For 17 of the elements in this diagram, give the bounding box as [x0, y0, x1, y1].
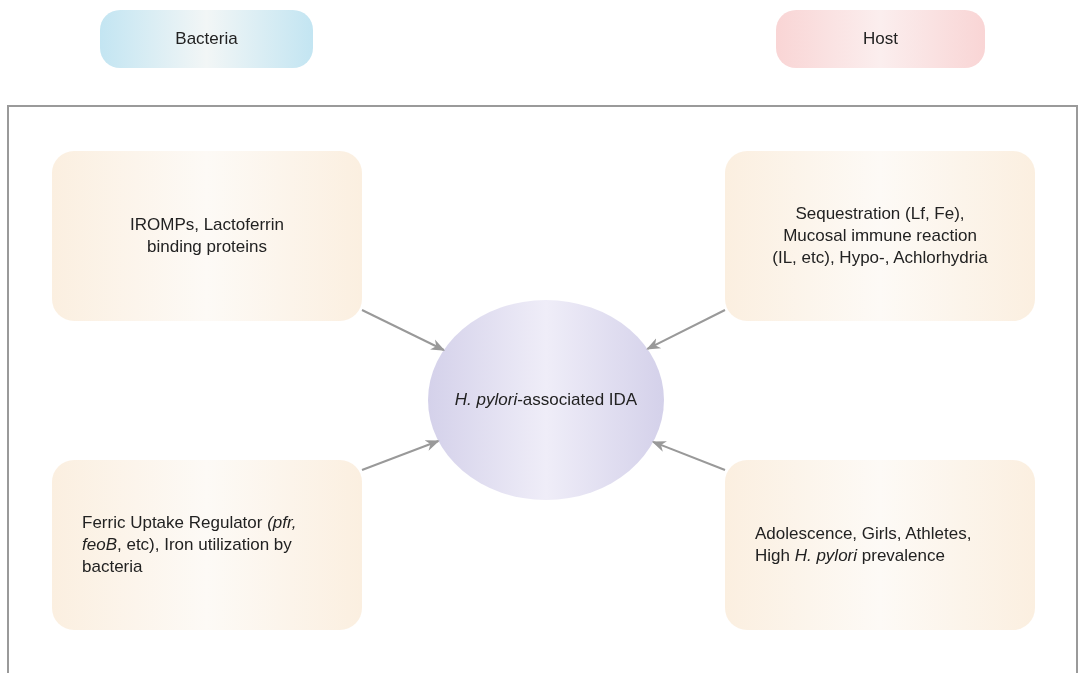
node-text: Sequestration (Lf, Fe), Mucosal immune reaction (IL, etc), Hypo-, Achlorhydria — [771, 203, 989, 269]
node-text: H. pylori-associated IDA — [454, 389, 638, 411]
node-text: Adolescence, Girls, Athletes, High H. pylori prevalence — [755, 523, 973, 567]
factor-box — [725, 460, 1035, 630]
node-text: Ferric Uptake Regulator (pfr, feoB, etc), Iron utilization by bacteria — [82, 512, 298, 578]
category-pill — [100, 10, 313, 68]
arrow — [361, 309, 446, 351]
factor-box — [52, 151, 362, 321]
factor-box — [52, 460, 362, 630]
arrow — [646, 309, 726, 350]
node-text: Host — [863, 28, 898, 50]
node-text: IROMPs, Lactoferrin binding proteins — [129, 214, 285, 258]
arrow — [361, 439, 440, 471]
category-pill — [776, 10, 985, 68]
arrow — [651, 440, 726, 471]
factor-box — [725, 151, 1035, 321]
node-text: Bacteria — [175, 28, 238, 50]
